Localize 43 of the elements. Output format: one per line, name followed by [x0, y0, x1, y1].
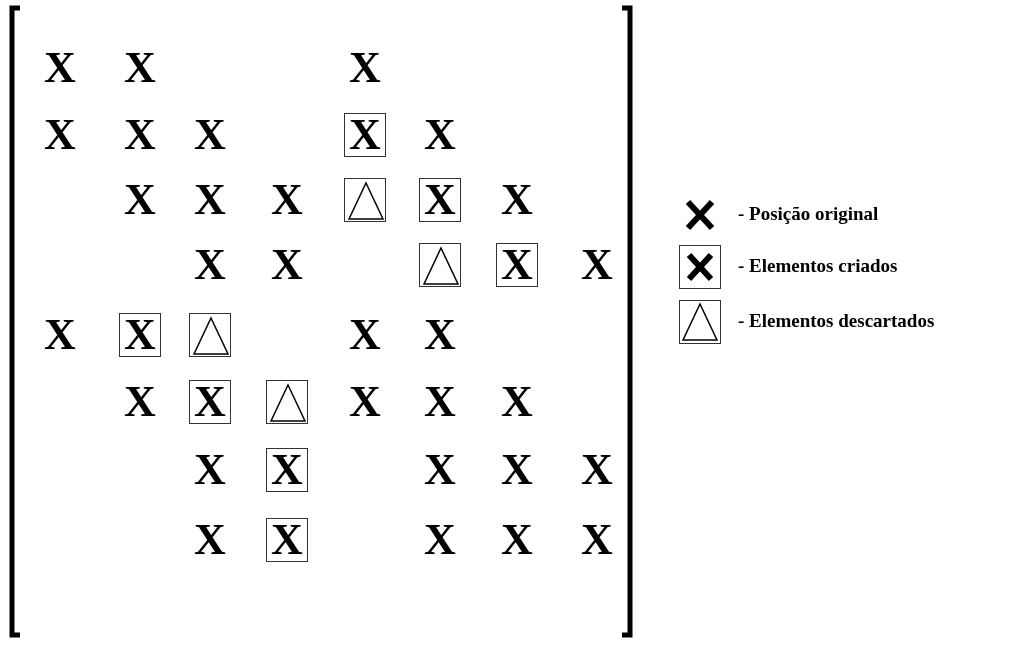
matrix-entry: X	[124, 178, 156, 222]
boxed-entry: X	[496, 243, 538, 287]
boxed-triangle	[419, 243, 461, 287]
matrix-entry: X	[501, 518, 533, 562]
matrix-entry: X	[581, 243, 613, 287]
matrix-entry: X	[44, 46, 76, 90]
boxed-entry: X	[344, 113, 386, 157]
boxed-triangle	[266, 380, 308, 424]
matrix-entry: X	[124, 380, 156, 424]
matrix-entry: X	[349, 313, 381, 357]
matrix-entry: X	[194, 518, 226, 562]
matrix-entry: X	[501, 178, 533, 222]
matrix-entry: X	[424, 313, 456, 357]
matrix-entry: X	[424, 113, 456, 157]
boxed-entry: X	[189, 380, 231, 424]
boxed-entry: X	[119, 313, 161, 357]
boxed-triangle	[189, 313, 231, 357]
matrix-entry: X	[271, 178, 303, 222]
matrix-entry: X	[581, 448, 613, 492]
matrix-entry: X	[424, 380, 456, 424]
matrix-entry: X	[424, 518, 456, 562]
matrix-entry: X	[44, 113, 76, 157]
boxed-entry: X	[419, 178, 461, 222]
legend-text: - Elementos descartados	[738, 310, 935, 332]
boxed-entry: X	[266, 448, 308, 492]
matrix-entry: X	[124, 113, 156, 157]
matrix-entry: X	[349, 46, 381, 90]
matrix-entry: X	[501, 448, 533, 492]
matrix-entry: X	[194, 178, 226, 222]
matrix-entry: X	[194, 113, 226, 157]
matrix-entry: X	[194, 448, 226, 492]
boxed-triangle	[344, 178, 386, 222]
matrix-entry: X	[124, 46, 156, 90]
matrix-entry: X	[501, 380, 533, 424]
matrix-entry: X	[581, 518, 613, 562]
matrix-entry: X	[349, 380, 381, 424]
matrix-entry: X	[271, 243, 303, 287]
matrix-entry: X	[424, 448, 456, 492]
matrix-entry: X	[44, 313, 76, 357]
matrix-entry: X	[194, 243, 226, 287]
legend-text: - Posição original	[738, 203, 879, 225]
legend-text: - Elementos criados	[738, 255, 898, 277]
boxed-entry: X	[266, 518, 308, 562]
